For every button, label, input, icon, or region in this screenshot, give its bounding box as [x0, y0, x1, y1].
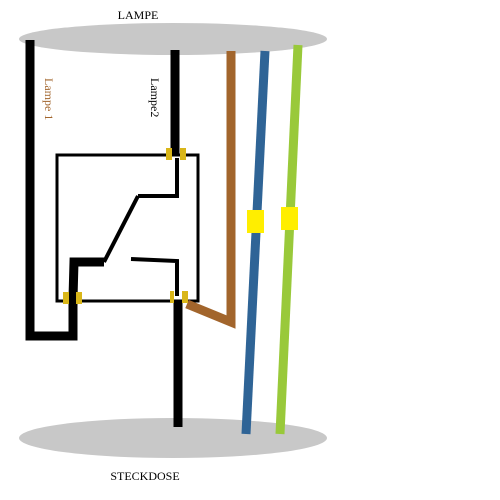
switch-contact-upper [138, 158, 179, 198]
switch-lever [102, 195, 140, 263]
switch-box [55, 153, 200, 303]
terminal-supply-right [182, 291, 188, 303]
wire-brown [185, 51, 236, 329]
wire-blue [241, 50, 270, 435]
lamp-label: LAMPE [118, 8, 159, 22]
terminal-lampe1-right [76, 292, 82, 304]
terminal-lampe2-right [180, 148, 186, 160]
connector-blue [247, 210, 264, 233]
terminal-lampe1-left [63, 292, 69, 304]
wire-lampe1 [25, 40, 104, 341]
connector-green [281, 207, 298, 230]
terminal-lampe2-left [166, 148, 172, 160]
label-lampe1: Lampe 1 [42, 78, 56, 120]
lamp-ellipse [19, 23, 327, 55]
switch-contact-lower [130, 257, 179, 296]
wire-green [275, 44, 303, 435]
label-lampe2: Lampe2 [148, 78, 162, 117]
socket-label: STECKDOSE [110, 469, 179, 483]
terminal-supply-left [170, 291, 174, 303]
